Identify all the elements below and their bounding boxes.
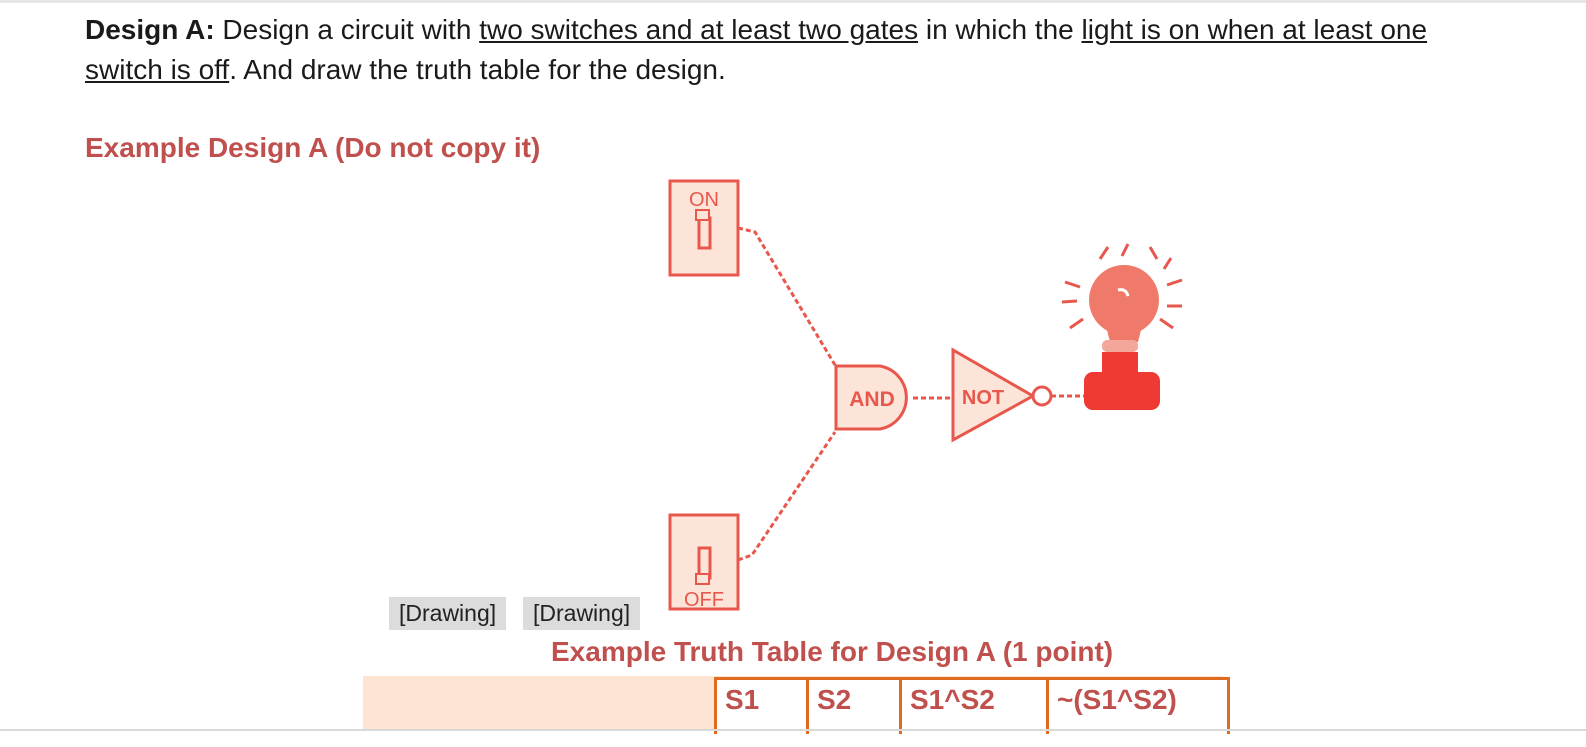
top-divider xyxy=(0,0,1586,3)
header-s2: S2 xyxy=(806,677,902,734)
switch-off-label: OFF xyxy=(684,589,724,611)
and-gate-label: AND xyxy=(849,388,895,411)
switch-off-icon: OFF xyxy=(668,513,740,611)
truth-table-header-row: S1 S2 S1^S2 ~(S1^S2) xyxy=(714,677,1230,734)
prompt-lead: Design A: xyxy=(85,14,215,45)
and-gate-icon: AND xyxy=(834,364,908,431)
not-gate-icon: NOT xyxy=(951,347,1053,443)
not-gate-label: NOT xyxy=(962,387,1004,409)
prompt-underline-1: two switches and at least two gates xyxy=(479,14,919,45)
header-s1-and-s2: S1^S2 xyxy=(899,677,1049,734)
light-bulb-icon xyxy=(1061,243,1183,410)
prompt-text-2: in which the xyxy=(918,14,1082,45)
prompt-underline-2: light is on when at least one switch is … xyxy=(85,14,1428,85)
header-s1: S1 xyxy=(714,677,809,734)
circuit-figure: ON OFF AND NOT xyxy=(640,170,1200,620)
drawing-placeholder-1[interactable]: [Drawing] xyxy=(389,597,507,630)
header-not-s1-and-s2: ~(S1^S2) xyxy=(1046,677,1230,734)
prompt-text-3: . And draw the truth table for the desig… xyxy=(229,54,726,85)
truth-table-title: Example Truth Table for Design A (1 poin… xyxy=(551,636,1114,667)
switch-on-icon: ON xyxy=(668,179,740,277)
wire-s1 xyxy=(737,226,837,366)
design-prompt: Design A: Design a circuit with two swit… xyxy=(85,10,1485,90)
drawing-placeholder-2[interactable]: [Drawing] xyxy=(523,597,641,630)
truth-table: S1 S2 S1^S2 ~(S1^S2) xyxy=(714,677,1230,734)
prompt-text-1: Design a circuit with xyxy=(214,14,480,45)
circuit-diagram: ON OFF AND NOT xyxy=(668,179,1183,611)
bottom-divider xyxy=(0,729,1586,731)
switch-on-label: ON xyxy=(689,189,719,211)
example-design-title: Example Design A (Do not copy it) xyxy=(85,132,541,163)
wire-s2 xyxy=(737,431,837,562)
